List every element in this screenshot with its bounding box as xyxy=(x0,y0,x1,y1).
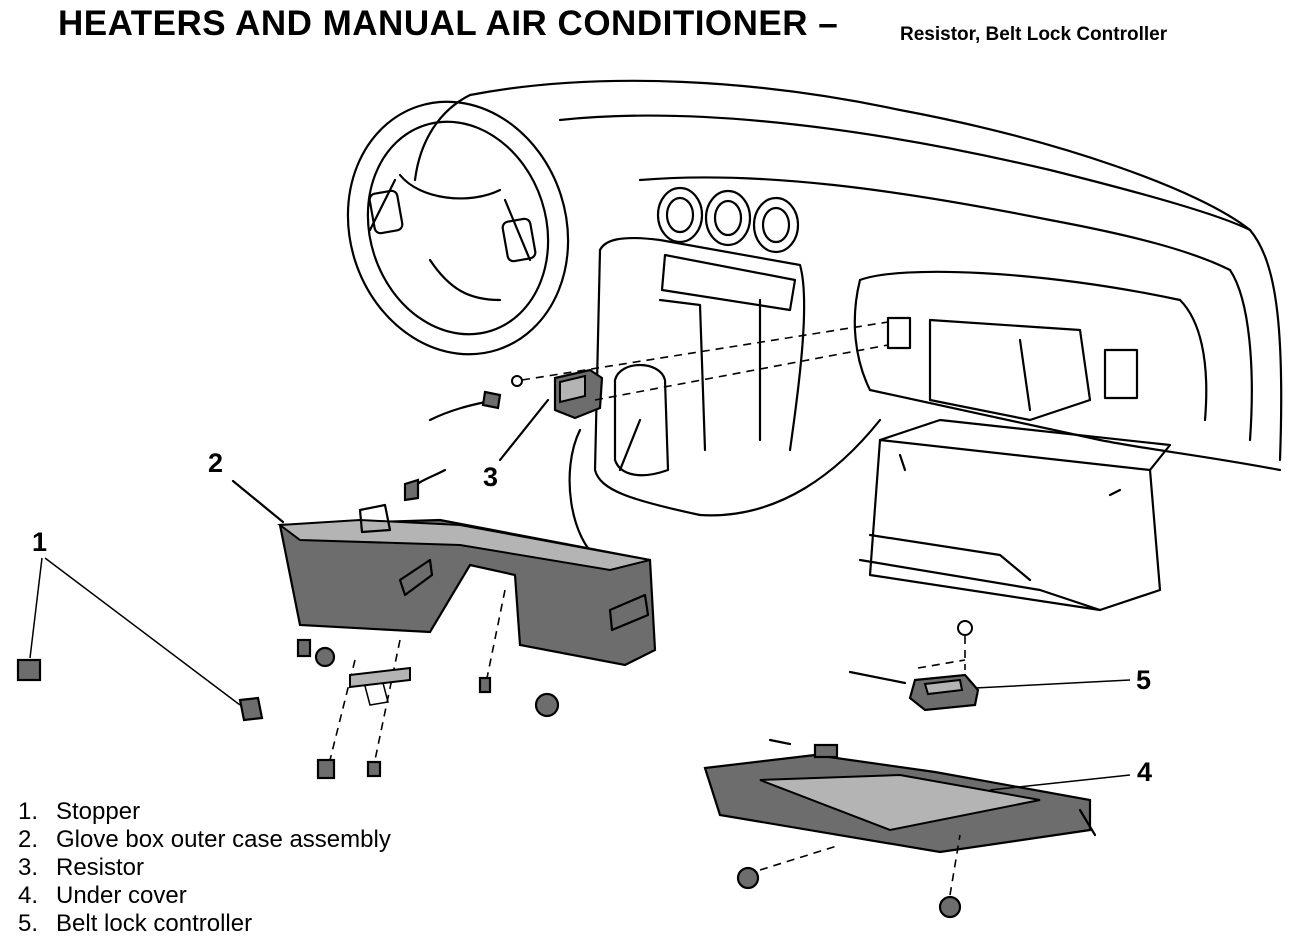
page-title: HEATERS AND MANUAL AIR CONDITIONER – xyxy=(58,4,838,44)
legend-label: Resistor xyxy=(56,854,145,881)
glove-box-lid xyxy=(858,418,1172,612)
legend-label: Stopper xyxy=(56,798,141,825)
stopper-part xyxy=(16,557,264,722)
under-cover-part xyxy=(703,738,1131,919)
parts-legend: 1. Stopper 2. Glove box outer case assembl… xyxy=(18,798,391,938)
glove-box-opening xyxy=(886,316,1139,422)
belt-lock-controller-part xyxy=(848,620,1131,712)
legend-number: 5. xyxy=(18,910,39,937)
callout-4: 4 xyxy=(1137,757,1153,787)
title-separator: – xyxy=(818,4,839,43)
legend-number: 3. xyxy=(18,854,39,881)
legend-item: 4. Under cover xyxy=(18,882,391,910)
page-subtitle: Resistor, Belt Lock Controller xyxy=(900,24,1168,45)
callout-2: 2 xyxy=(208,448,224,478)
resistor-part xyxy=(428,321,889,462)
legend-label: Glove box outer case assembly xyxy=(56,826,391,853)
fasteners-case xyxy=(296,468,560,780)
legend-number: 1. xyxy=(18,798,39,825)
callout-1: 1 xyxy=(32,527,48,557)
legend-number: 4. xyxy=(18,882,39,909)
legend-label: Under cover xyxy=(56,882,187,909)
legend-item: 1. Stopper xyxy=(18,798,391,826)
callout-3: 3 xyxy=(483,462,499,492)
dashboard-outline xyxy=(346,79,1283,562)
glove-box-outer-case xyxy=(231,479,657,667)
callout-5: 5 xyxy=(1136,665,1152,695)
title-text: HEATERS AND MANUAL AIR CONDITIONER xyxy=(58,4,809,43)
legend-item: 3. Resistor xyxy=(18,854,391,882)
legend-label: Belt lock controller xyxy=(56,910,253,937)
legend-item: 2. Glove box outer case assembly xyxy=(18,826,391,854)
legend-number: 2. xyxy=(18,826,39,853)
legend-item: 5. Belt lock controller xyxy=(18,910,391,938)
